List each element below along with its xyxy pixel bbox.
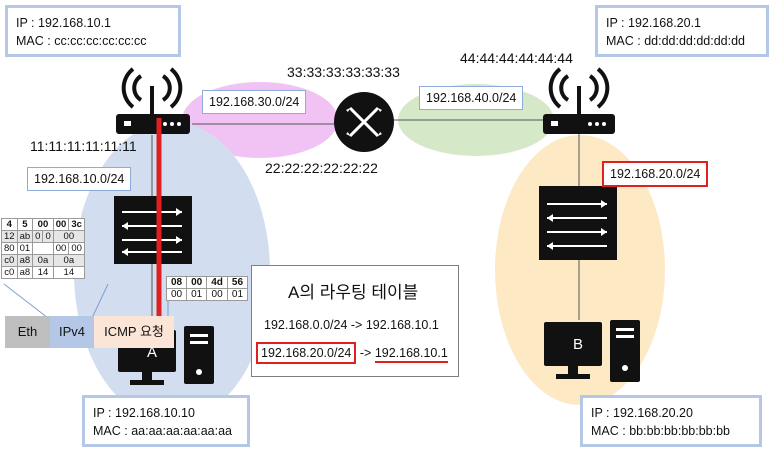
hex-cell: 0 xyxy=(32,230,44,243)
hex-cell: 00 xyxy=(165,288,188,301)
network-label-10: 192.168.10.0/24 xyxy=(27,167,132,191)
router-right-ip: IP : 192.168.20.1 xyxy=(606,16,701,30)
ipv4-header-hex: 4 5 00 00 3c 12 ab 0 0 00 80 01 00 00 c0… xyxy=(1,218,85,279)
network-label-40: 192.168.40.0/24 xyxy=(419,86,524,110)
hex-row: 4 5 00 00 3c xyxy=(1,218,85,231)
routing-table-row-highlight: 192.168.20.0/24 -> 192.168.10.1 xyxy=(256,342,448,364)
host-b-name: B xyxy=(573,336,584,353)
hex-cell: c0 xyxy=(1,266,18,279)
host-a-name: A xyxy=(147,344,158,361)
icmp-header-hex: 08 00 4d 56 00 01 00 01 xyxy=(165,276,249,301)
router-right-port-mac: 44:44:44:44:44:44 xyxy=(460,50,573,66)
hex-cell: 00 xyxy=(52,218,70,231)
packet-segment-icmp: ICMP 요청 xyxy=(94,316,174,348)
hex-cell: 00 xyxy=(68,242,85,255)
router-left-mac: MAC : cc:cc:cc:cc:cc:cc xyxy=(16,34,147,48)
host-b-info: IP : 192.168.20.20 MAC : bb:bb:bb:bb:bb:… xyxy=(580,395,762,447)
switch-icon xyxy=(539,186,617,260)
hex-cell: ab xyxy=(16,230,34,243)
network-label-20: 192.168.20.0/24 xyxy=(602,161,709,187)
host-b-mac: MAC : bb:bb:bb:bb:bb:bb xyxy=(591,424,730,438)
hex-cell: 01 xyxy=(16,242,34,255)
hex-cell: 3c xyxy=(68,218,85,231)
routing-destination: 192.168.20.0/24 xyxy=(256,342,357,364)
hex-cell: 5 xyxy=(16,218,34,231)
router-left-port-mac: 11:11:11:11:11:11 xyxy=(30,138,137,154)
hex-cell: 0a xyxy=(32,254,54,267)
routing-table-title: A의 라우팅 테이블 xyxy=(288,283,419,302)
hex-row: c0 a8 0a 0a xyxy=(1,254,85,267)
hex-row: c0 a8 14 14 xyxy=(1,266,85,279)
router-center-mac-top: 33:33:33:33:33:33 xyxy=(287,64,400,80)
host-a-mac: MAC : aa:aa:aa:aa:aa:aa xyxy=(93,424,232,438)
wifi-router-icon xyxy=(116,67,190,134)
wifi-router-icon xyxy=(543,67,615,134)
switch-icon xyxy=(114,196,192,264)
hex-cell: 14 xyxy=(32,266,54,279)
hex-row: 12 ab 0 0 00 xyxy=(1,230,85,243)
hex-cell: 56 xyxy=(226,276,249,289)
hex-cell: 00 xyxy=(206,288,228,301)
hex-row: 00 01 00 01 xyxy=(165,288,249,301)
hex-cell: 14 xyxy=(52,266,85,279)
hex-cell: a8 xyxy=(16,254,34,267)
router-right-info: IP : 192.168.20.1 MAC : dd:dd:dd:dd:dd:d… xyxy=(595,5,769,57)
router-left-info: IP : 192.168.10.1 MAC : cc:cc:cc:cc:cc:c… xyxy=(5,5,181,57)
hex-cell: 00 xyxy=(52,230,85,243)
router-left-ip: IP : 192.168.10.1 xyxy=(16,16,111,30)
hex-cell: 0 xyxy=(42,230,54,243)
hex-cell: 08 xyxy=(165,276,188,289)
routing-next-hop: 192.168.10.1 xyxy=(374,346,448,363)
hex-cell: 80 xyxy=(1,242,18,255)
router-center-mac-bottom: 22:22:22:22:22:22 xyxy=(265,160,378,176)
hex-cell: 01 xyxy=(186,288,208,301)
routing-table: A의 라우팅 테이블 192.168.0.0/24 -> 192.168.10.… xyxy=(251,265,459,377)
hex-cell: a8 xyxy=(16,266,34,279)
pc-icon xyxy=(544,320,640,382)
network-label-30: 192.168.30.0/24 xyxy=(202,90,307,114)
hex-cell: 00 xyxy=(186,276,208,289)
routing-arrow: -> xyxy=(359,346,372,360)
hex-cell: 12 xyxy=(1,230,18,243)
host-a-ip: IP : 192.168.10.10 xyxy=(93,406,195,420)
hex-cell: 01 xyxy=(226,288,249,301)
hex-cell: 4 xyxy=(1,218,18,231)
packet-segment-eth: Eth xyxy=(5,316,50,348)
hex-row: 80 01 00 00 xyxy=(1,242,85,255)
hex-row: 08 00 4d 56 xyxy=(165,276,249,289)
router-icon xyxy=(334,92,394,152)
host-a-info: IP : 192.168.10.10 MAC : aa:aa:aa:aa:aa:… xyxy=(82,395,250,447)
routing-table-row: 192.168.0.0/24 -> 192.168.10.1 xyxy=(264,318,439,332)
hex-cell: 00 xyxy=(32,218,54,231)
packet-segment-ipv4: IPv4 xyxy=(50,316,94,348)
hex-cell: c0 xyxy=(1,254,18,267)
router-right-mac: MAC : dd:dd:dd:dd:dd:dd xyxy=(606,34,745,48)
hex-cell xyxy=(32,242,54,255)
hex-cell: 4d xyxy=(206,276,228,289)
hex-cell: 00 xyxy=(52,242,70,255)
host-b-ip: IP : 192.168.20.20 xyxy=(591,406,693,420)
hex-cell: 0a xyxy=(52,254,85,267)
